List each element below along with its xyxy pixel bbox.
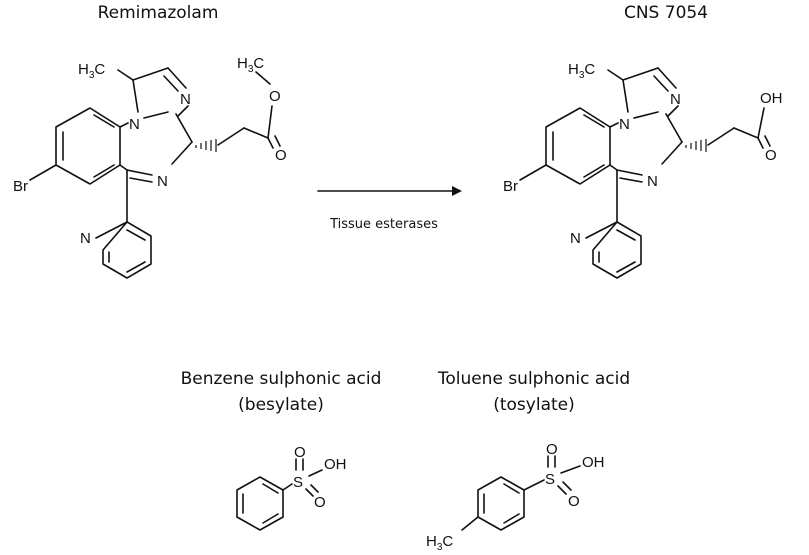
arrow-head bbox=[452, 186, 462, 196]
tosylate-benzene-ring bbox=[477, 476, 525, 531]
reaction-arrow: Tissue esterases bbox=[317, 186, 462, 232]
tosylate-sulfur-label: S bbox=[545, 471, 555, 488]
besylate-name-line1: Benzene sulphonic acid bbox=[181, 369, 382, 389]
remimazolam-imine-nitrogen: N bbox=[157, 173, 168, 190]
besylate-oxygen-bottom: O bbox=[314, 494, 326, 511]
cns7054-structure: CNS 7054 Br N N N H3C bbox=[503, 3, 783, 279]
tosylate-oxygen-bottom: O bbox=[568, 493, 580, 510]
remimazolam-methyl-label: H3C bbox=[78, 61, 105, 81]
remimazolam-ring-nitrogen: N bbox=[129, 116, 140, 133]
besylate-sulfur-label: S bbox=[293, 474, 303, 491]
remimazolam-carbonyl-oxygen: O bbox=[275, 147, 287, 164]
remimazolam-imidazole-nitrogen: N bbox=[180, 91, 191, 108]
cns7054-carbonyl-oxygen: O bbox=[765, 147, 777, 164]
besylate-oxygen-top: O bbox=[294, 444, 306, 461]
reaction-label: Tissue esterases bbox=[329, 217, 438, 232]
remimazolam-hashed-bond bbox=[195, 139, 217, 152]
remimazolam-pyridine-nitrogen: N bbox=[80, 230, 91, 247]
remimazolam-structure: Remimazolam Br N N N H3C bbox=[13, 3, 287, 279]
tosylate-name-line2: (tosylate) bbox=[493, 395, 575, 415]
tosylate-methyl-label: H3C bbox=[426, 533, 453, 553]
cns7054-pyridine-nitrogen: N bbox=[570, 230, 581, 247]
cns7054-benzene-ring bbox=[545, 107, 611, 185]
besylate-benzene-ring bbox=[236, 476, 284, 531]
cns7054-ring-nitrogen: N bbox=[619, 116, 630, 133]
cns7054-bromine-label: Br bbox=[503, 178, 518, 195]
svg-text:H3C: H3C bbox=[426, 533, 453, 553]
remimazolam-pyridine-ring bbox=[102, 221, 152, 279]
tosylate-name-line1: Toluene sulphonic acid bbox=[437, 369, 630, 389]
svg-text:H3C: H3C bbox=[568, 61, 595, 81]
tosylate-structure: Toluene sulphonic acid (tosylate) H3C S … bbox=[426, 369, 630, 553]
cns7054-methyl-label: H3C bbox=[568, 61, 595, 81]
remimazolam-benzene-ring bbox=[55, 107, 121, 185]
remimazolam-title: Remimazolam bbox=[98, 3, 219, 23]
remimazolam-ester-methyl-label: H3C bbox=[237, 55, 264, 75]
cns7054-imine-nitrogen: N bbox=[647, 173, 658, 190]
cns7054-title: CNS 7054 bbox=[624, 3, 708, 23]
svg-text:H3C: H3C bbox=[78, 61, 105, 81]
cns7054-imidazole-nitrogen: N bbox=[670, 91, 681, 108]
cns7054-pyridine-ring bbox=[592, 221, 642, 279]
svg-text:H3C: H3C bbox=[237, 55, 264, 75]
cns7054-hashed-bond bbox=[685, 139, 707, 152]
remimazolam-ester-oxygen: O bbox=[269, 88, 281, 105]
cns7054-hydroxyl-label: OH bbox=[760, 90, 783, 107]
besylate-name-line2: (besylate) bbox=[238, 395, 324, 415]
tosylate-hydroxyl-label: OH bbox=[582, 454, 605, 471]
tosylate-oxygen-top: O bbox=[546, 441, 558, 458]
besylate-hydroxyl-label: OH bbox=[324, 456, 347, 473]
remimazolam-bromine-label: Br bbox=[13, 178, 28, 195]
besylate-structure: Benzene sulphonic acid (besylate) S O OH… bbox=[181, 369, 382, 531]
